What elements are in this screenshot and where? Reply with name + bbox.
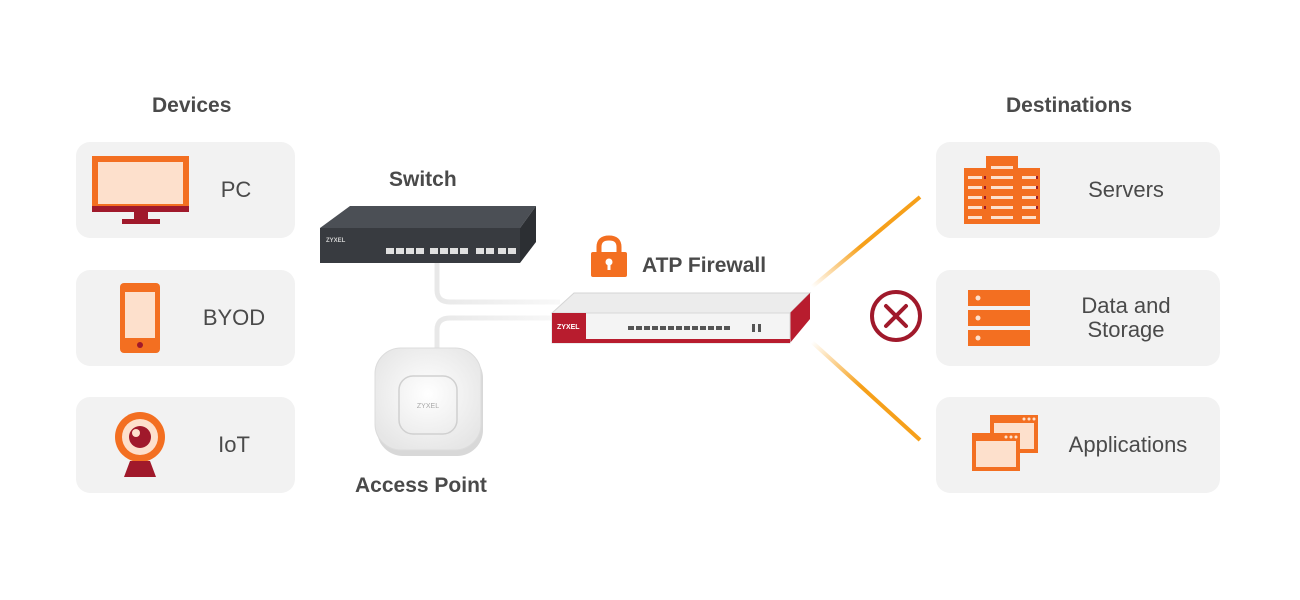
destination-card-applications: Applications: [936, 397, 1220, 493]
servers-icon: [964, 156, 1040, 224]
device-card-byod: BYOD: [76, 270, 295, 366]
smartphone-icon: [120, 283, 160, 353]
switch-ports: [386, 248, 516, 254]
firewall-ports: [628, 324, 761, 332]
destination-label-applications: Applications: [1068, 432, 1188, 457]
device-card-iot: IoT: [76, 397, 295, 493]
device-label-iot: IoT: [218, 432, 250, 457]
access-point-label: Access Point: [355, 474, 487, 497]
switch-brand: ZYXEL: [326, 238, 346, 244]
storage-icon: [968, 290, 1030, 346]
firewall-brand: ZYXEL: [557, 324, 580, 331]
servers-allowed-line: [810, 195, 922, 289]
destination-card-storage: Data and Storage: [936, 270, 1220, 366]
destination-label-servers: Servers: [1088, 177, 1164, 202]
destinations-heading: Destinations: [1006, 94, 1133, 117]
blocked-x-icon: [870, 290, 922, 342]
webcam-icon: [115, 412, 165, 477]
switch-label: Switch: [389, 168, 457, 191]
device-label-pc: PC: [220, 177, 252, 202]
firewall-device: ZYXEL: [550, 292, 812, 344]
access-point-device: ZYXEL: [374, 347, 483, 456]
access-point-brand: ZYXEL: [417, 403, 439, 410]
device-label-byod: BYOD: [202, 305, 266, 330]
device-card-pc: PC: [76, 142, 295, 238]
switch-device: ZYXEL: [320, 206, 536, 263]
lock-icon: [591, 235, 627, 277]
monitor-icon: [92, 156, 189, 224]
firewall-label: ATP Firewall: [642, 254, 767, 277]
destination-card-servers: Servers: [936, 142, 1220, 238]
destination-label-storage: Data and Storage: [1081, 293, 1171, 342]
switch-cable: [434, 262, 560, 305]
applications-allowed-line: [810, 340, 922, 442]
ap-cable: [434, 315, 560, 350]
applications-icon: [972, 415, 1038, 471]
devices-heading: Devices: [152, 94, 232, 117]
